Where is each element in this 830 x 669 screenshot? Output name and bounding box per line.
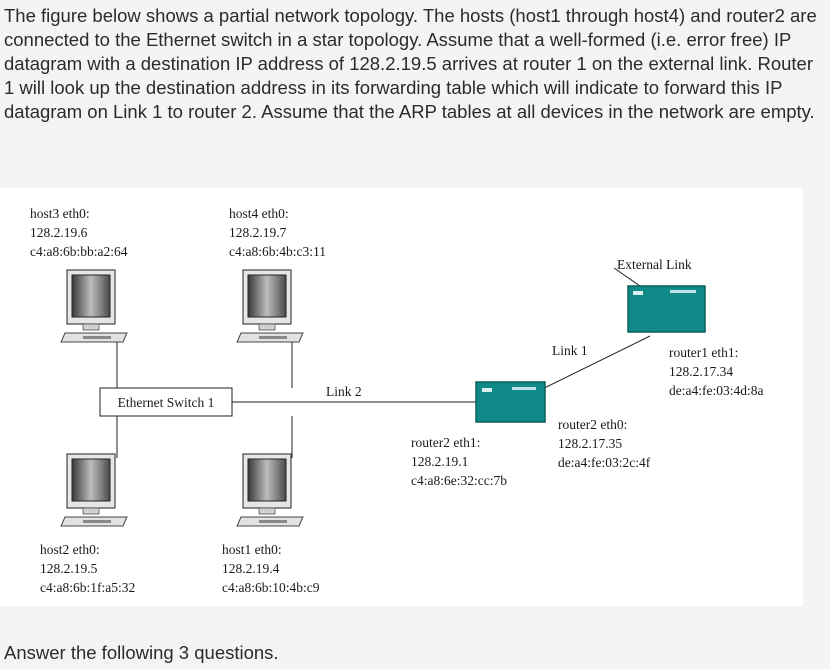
host1-mac: c4:a8:6b:10:4b:c9 [222,580,320,595]
host1-ip: 128.2.19.4 [222,561,280,576]
link-1-label: Link 1 [552,343,588,358]
router1-eth1-iface: router1 eth1: [669,345,739,360]
host3-iface: host3 eth0: [30,206,90,221]
external-link-label: External Link [617,257,692,272]
host3-ip: 128.2.19.6 [30,225,88,240]
router2-eth0-ip: 128.2.17.35 [558,436,623,451]
router2-eth1-mac: c4:a8:6e:32:cc:7b [411,473,507,488]
host3-mac: c4:a8:6b:bb:a2:64 [30,244,128,259]
router2-eth1-ip: 128.2.19.1 [411,454,469,469]
router2-eth1-label: router2 eth1: 128.2.19.1 c4:a8:6e:32:cc:… [411,433,507,490]
host2-mac: c4:a8:6b:1f:a5:32 [40,580,136,595]
router2-eth0-mac: de:a4:fe:03:2c:4f [558,455,651,470]
link-2-label: Link 2 [326,384,362,399]
computer-icon-host3 [60,269,128,343]
host1-iface: host1 eth0: [222,542,282,557]
network-topology-diagram: host3 eth0: 128.2.19.6 c4:a8:6b:bb:a2:64… [0,188,803,606]
topology-graphics [60,267,706,527]
host2-ip: 128.2.19.5 [40,561,98,576]
external-link-line [613,267,641,287]
host2-iface: host2 eth0: [40,542,100,557]
ethernet-switch-box [99,387,233,417]
computer-icon-host2 [60,453,128,527]
router2-eth0-label: router2 eth0: 128.2.17.35 de:a4:fe:03:2c… [558,415,650,472]
host2-label: host2 eth0: 128.2.19.5 c4:a8:6b:1f:a5:32 [40,540,135,597]
router2-eth0-iface: router2 eth0: [558,417,628,432]
router1-eth1-label: router1 eth1: 128.2.17.34 de:a4:fe:03:4d… [669,343,763,400]
host4-iface: host4 eth0: [229,206,289,221]
host4-label: host4 eth0: 128.2.19.7 c4:a8:6b:4b:c3:11 [229,204,326,261]
router2-eth1-iface: router2 eth1: [411,435,481,450]
host4-mac: c4:a8:6b:4b:c3:11 [229,244,326,259]
router2-icon [475,381,546,423]
router1-eth1-ip: 128.2.17.34 [669,364,734,379]
computer-icon-host1 [236,453,304,527]
ethernet-switch-label: Ethernet Switch 1 [117,395,215,410]
router1-icon [627,285,706,333]
host4-ip: 128.2.19.7 [229,225,287,240]
computer-icon-host4 [236,269,304,343]
host3-label: host3 eth0: 128.2.19.6 c4:a8:6b:bb:a2:64 [30,204,127,261]
host1-label: host1 eth0: 128.2.19.4 c4:a8:6b:10:4b:c9 [222,540,319,597]
router1-eth1-mac: de:a4:fe:03:4d:8a [669,383,764,398]
question-text: The figure below shows a partial network… [4,5,817,122]
answer-prompt: Answer the following 3 questions. [4,642,279,663]
